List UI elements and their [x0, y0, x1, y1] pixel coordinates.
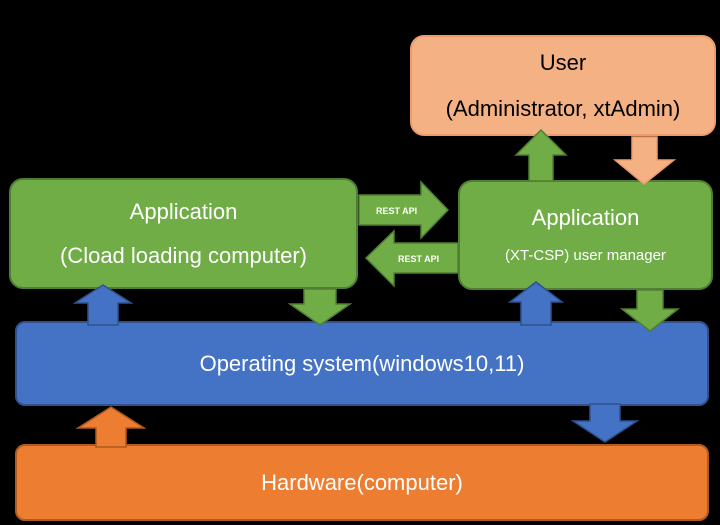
operating-system-label: Operating system(windows10,11) — [199, 350, 525, 376]
user-manager-to-os-arrow — [619, 289, 681, 332]
os-to-user-manager-arrow — [507, 281, 565, 326]
rest-api-left-arrow — [364, 229, 459, 288]
user-subtitle: (Administrator, xtAdmin) — [445, 95, 681, 121]
application-cload-subtitle: (Cload loading computer) — [59, 242, 308, 268]
os-to-cload-arrow — [72, 284, 134, 326]
hardware-label: Hardware(computer) — [261, 469, 463, 495]
rest-api-right-label: REST API — [376, 206, 417, 216]
user-title: User — [539, 49, 587, 75]
application-cload-title: Application — [129, 198, 238, 224]
os-to-hardware-arrow — [570, 403, 640, 443]
app-to-user-arrow — [514, 128, 568, 182]
user-box: User (Administrator, xtAdmin) — [410, 35, 716, 136]
application-user-manager-box: Application (XT-CSP) user manager — [458, 180, 713, 290]
hardware-box: Hardware(computer) — [15, 444, 709, 521]
operating-system-box: Operating system(windows10,11) — [15, 321, 709, 406]
application-user-manager-title: Application — [531, 205, 640, 230]
user-to-app-arrow — [612, 136, 677, 185]
cload-to-os-arrow — [287, 288, 353, 326]
application-cload-box: Application (Cload loading computer) — [9, 178, 358, 289]
application-user-manager-subtitle: (XT-CSP) user manager — [505, 247, 666, 264]
hardware-to-os-arrow — [75, 406, 147, 448]
rest-api-right-arrow — [358, 180, 450, 240]
rest-api-left-label: REST API — [398, 254, 439, 264]
